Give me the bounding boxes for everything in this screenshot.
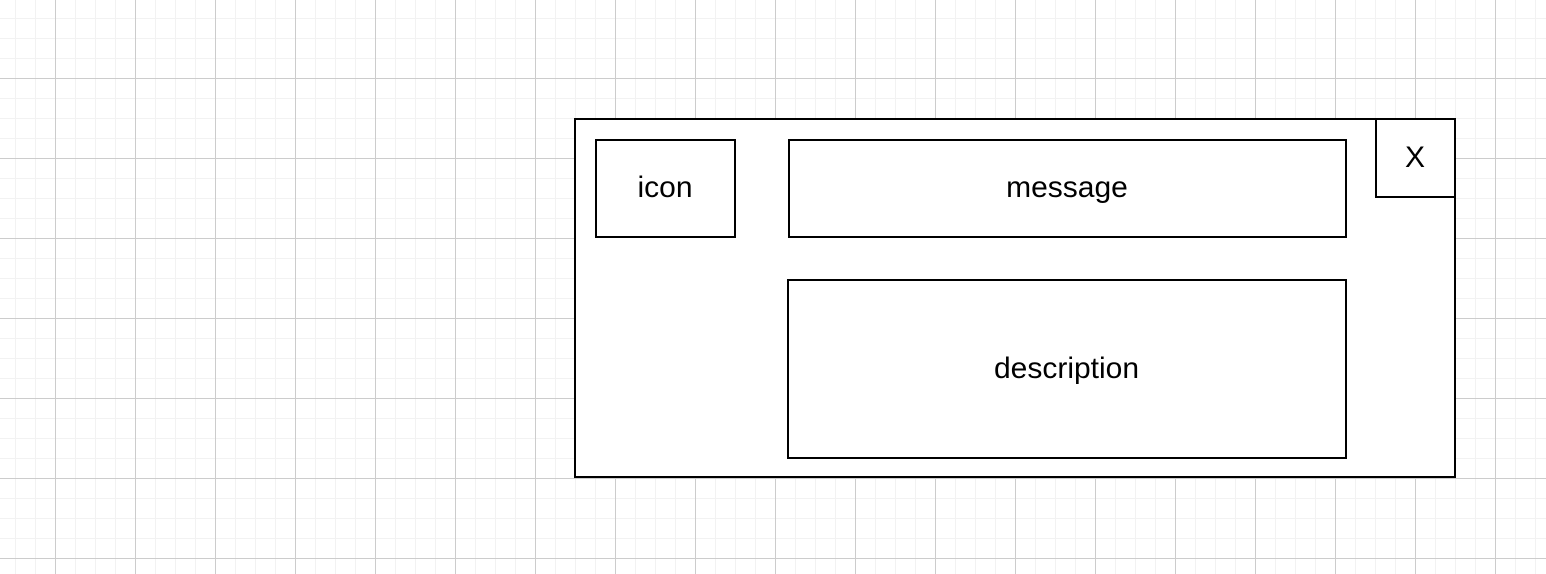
close-button-shape[interactable]: X: [1374, 117, 1456, 198]
message-placeholder-label: message: [1006, 171, 1128, 204]
description-placeholder-shape[interactable]: description: [786, 278, 1347, 459]
description-placeholder-label: description: [993, 351, 1140, 385]
message-placeholder-shape[interactable]: message: [787, 138, 1347, 238]
icon-placeholder-shape[interactable]: icon: [594, 138, 736, 238]
notification-container-shape[interactable]: icon message X description: [574, 117, 1456, 478]
close-button-label: X: [1404, 140, 1425, 174]
icon-placeholder-label: icon: [637, 171, 693, 204]
